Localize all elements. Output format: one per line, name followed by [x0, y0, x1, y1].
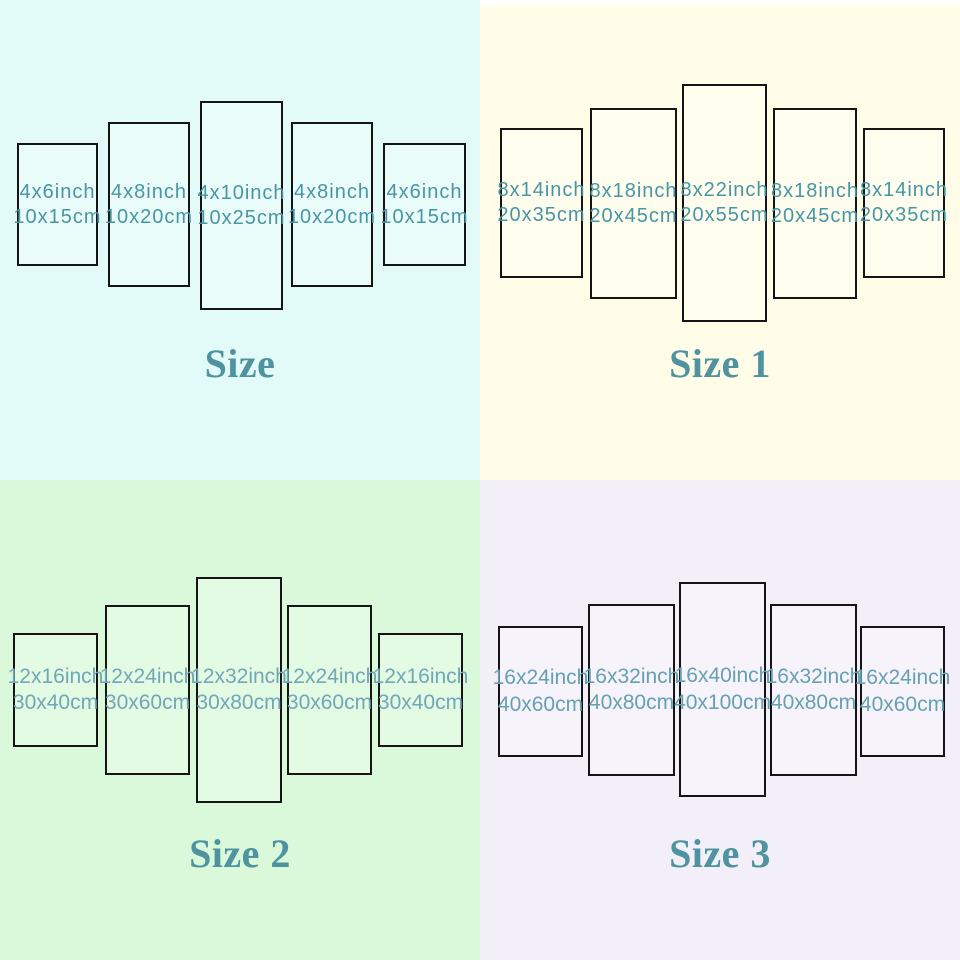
panel-size-inch: 8x14inch [497, 179, 586, 201]
panel-size-cm: 30x40cm [12, 691, 99, 714]
panel-size-cm: 10x15cm [13, 205, 102, 228]
panel-size-inch: 16x24inch [492, 666, 589, 690]
panel-size-inch: 12x16inch [7, 664, 104, 688]
panel-size-cm: 30x40cm [377, 691, 464, 714]
quadrant-title: Size 2 [189, 831, 291, 876]
size-panel: 12x32inch 30x80cm [191, 577, 287, 803]
panel-size-cm: 40x60cm [497, 692, 584, 716]
size-panel: 12x24inch 30x60cm [282, 605, 377, 775]
panel-size-inch: 8x22inch [680, 179, 769, 201]
panel-size-inch: 12x16inch [372, 664, 469, 688]
panel-size-inch: 16x32inch [583, 664, 680, 688]
panel-size-inch: 12x24inch [281, 664, 378, 688]
panel-size-cm: 30x60cm [104, 691, 191, 714]
size-panel: 16x32inch 40x80cm [584, 604, 679, 776]
panel-size-cm: 10x15cm [380, 205, 469, 228]
panel-size-inch: 16x40inch [674, 664, 771, 688]
panel-size-cm: 40x100cm [674, 690, 771, 714]
panel-size-inch: 12x32inch [191, 664, 287, 688]
panel-size-cm: 30x60cm [286, 691, 373, 714]
panel-size-cm: 10x20cm [287, 205, 377, 228]
quadrant-title: Size 1 [669, 341, 771, 386]
white-border-strip [480, 0, 960, 5]
panel-size-inch: 4x8inch [111, 180, 187, 203]
panel-size-inch: 4x8inch [294, 180, 370, 203]
panel-size-inch: 16x24inch [854, 666, 951, 690]
panel-size-cm: 10x20cm [104, 205, 194, 228]
panel-size-inch: 8x14inch [859, 179, 949, 201]
quadrant-title: Size 3 [669, 831, 771, 876]
panel-size-cm: 20x55cm [680, 204, 769, 226]
panel-size-inch: 8x18inch [589, 179, 678, 202]
size-panel: 8x14inch 20x35cm [859, 128, 949, 278]
panel-size-cm: 40x60cm [859, 692, 946, 716]
panel-size-inch: 8x18inch [770, 179, 860, 202]
size-panel: 16x32inch 40x80cm [766, 604, 861, 776]
panel-size-cm: 20x35cm [859, 204, 949, 226]
size-panel: 12x24inch 30x60cm [100, 605, 195, 775]
panel-size-cm: 20x35cm [497, 204, 586, 226]
quadrant-title: Size [204, 341, 276, 386]
size-panel: 8x22inch 20x55cm [680, 84, 769, 322]
panel-size-cm: 30x80cm [196, 691, 282, 714]
panel-size-cm: 40x80cm [588, 691, 675, 714]
panel-size-inch: 4x6inch [19, 180, 96, 203]
panel-size-cm: 20x45cm [589, 204, 678, 227]
panel-size-inch: 4x10inch [197, 181, 286, 204]
panel-size-inch: 4x6inch [386, 180, 463, 203]
panel-size-inch: 16x32inch [765, 664, 862, 688]
size-panel: 12x16inch 30x40cm [8, 633, 103, 747]
panel-size-cm: 10x25cm [197, 206, 286, 229]
size-panel: 12x16inch 30x40cm [373, 633, 468, 747]
panel-size-cm: 40x80cm [770, 691, 857, 714]
panel-size-inch: 12x24inch [99, 664, 196, 688]
size-panel: 8x14inch 20x35cm [497, 128, 586, 278]
panel-size-cm: 20x45cm [770, 204, 860, 227]
